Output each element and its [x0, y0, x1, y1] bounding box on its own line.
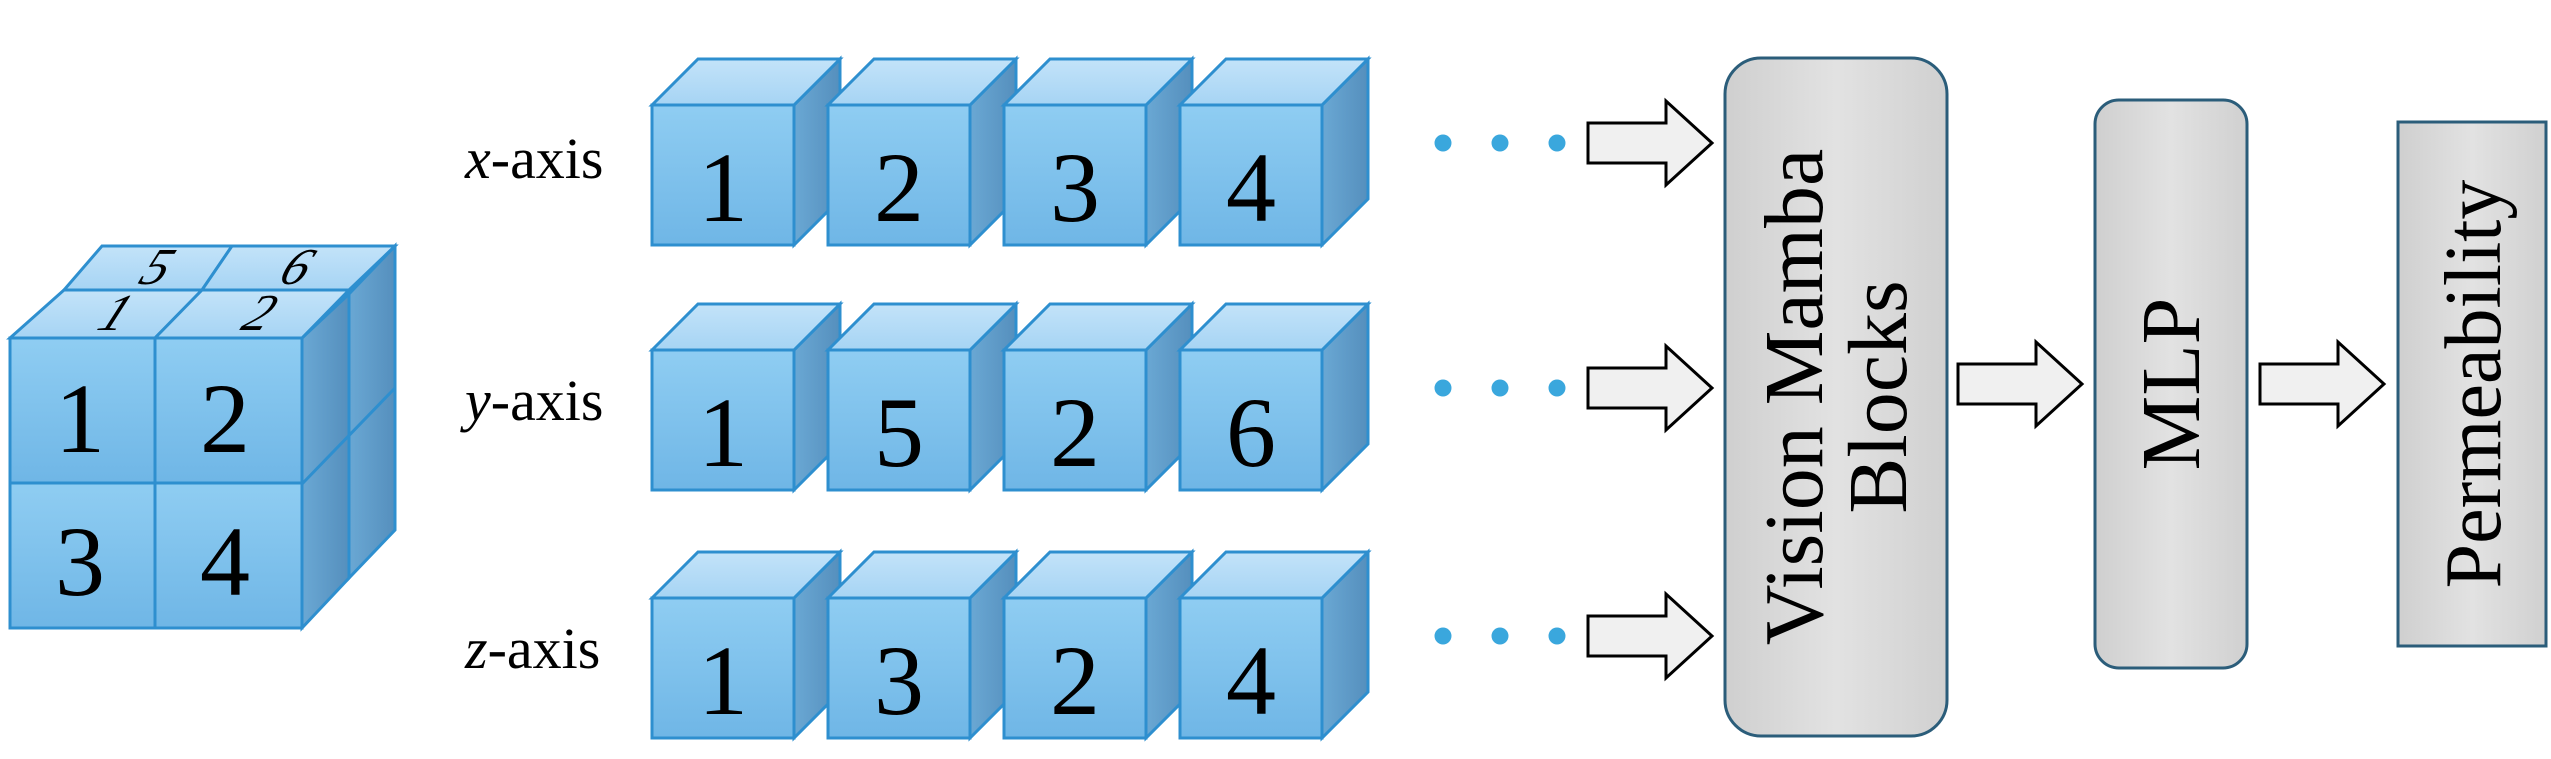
big-cube-front-number-2: 2	[200, 363, 250, 474]
y-axis-label: y-axis	[460, 368, 604, 433]
y-axis-ellipsis	[1434, 379, 1566, 397]
x-axis-sequence: 1 2 3 4	[648, 55, 1372, 249]
vision-mamba-label-line1: Vision Mamba	[1748, 149, 1841, 646]
ellipsis-dot	[1491, 134, 1509, 152]
big-cube-front-number-4: 4	[200, 506, 250, 617]
x-axis-cube-1: 1	[648, 55, 844, 249]
ellipsis-dot	[1434, 379, 1452, 397]
cube-number: 6	[1226, 377, 1276, 488]
ellipsis-dot	[1548, 379, 1566, 397]
cube-number: 1	[698, 625, 748, 736]
x-axis-cube-2: 2	[824, 55, 1020, 249]
z-axis-label: z-axis	[464, 616, 600, 681]
cube-number: 2	[1050, 625, 1100, 736]
cube-front-face	[650, 103, 796, 247]
cube-number: 4	[1226, 625, 1276, 736]
x-axis-arrow	[1586, 97, 1715, 189]
mamba-to-mlp-arrow	[1956, 338, 2085, 430]
x-axis-label: x-axis	[464, 126, 604, 191]
z-axis-ellipsis	[1434, 627, 1566, 645]
y-axis-arrow	[1586, 342, 1715, 434]
cube-number: 2	[874, 132, 924, 243]
cube-front-face	[826, 103, 972, 247]
vision-mamba-box	[1723, 56, 1949, 738]
ellipsis-dot	[1434, 134, 1452, 152]
x-axis-cube-4: 4	[1176, 55, 1372, 249]
cube-front-face	[1002, 348, 1148, 492]
permeability-block: Permeability	[2396, 120, 2548, 648]
z-axis-cube-2: 3	[824, 548, 1020, 742]
ellipsis-dot	[1548, 627, 1566, 645]
ellipsis-dot	[1434, 627, 1452, 645]
y-axis-cube-3: 2	[1000, 300, 1196, 494]
cube-front-face	[650, 348, 796, 492]
cube-number: 3	[1050, 132, 1100, 243]
z-axis-arrow	[1586, 590, 1715, 682]
cube-number: 3	[874, 625, 924, 736]
big-cube-front-4	[153, 481, 304, 630]
cube-number: 1	[698, 377, 748, 488]
vision-mamba-label-line2: Blocks	[1832, 280, 1925, 513]
y-axis-cube-4: 6	[1176, 300, 1372, 494]
mlp-to-permeability-arrow	[2258, 338, 2387, 430]
cube-front-face	[826, 348, 972, 492]
cube-front-face	[1178, 596, 1324, 740]
x-axis-ellipsis	[1434, 134, 1566, 152]
mlp-label: MLP	[2125, 298, 2218, 471]
big-cube-front-number-1: 1	[55, 363, 105, 474]
big-cube-front-1	[8, 336, 157, 485]
y-axis-cube-2: 5	[824, 300, 1020, 494]
permeability-box	[2396, 120, 2548, 648]
ellipsis-dot	[1548, 134, 1566, 152]
z-axis-cube-4: 4	[1176, 548, 1372, 742]
cube-front-face	[650, 596, 796, 740]
y-axis-cube-1: 1	[648, 300, 844, 494]
big-cube-front-number-3: 3	[55, 506, 105, 617]
z-axis-cube-3: 2	[1000, 548, 1196, 742]
big-cube: 5 6 1 2 1 2 3 4	[6, 237, 399, 632]
ellipsis-dot	[1491, 379, 1509, 397]
big-cube-front-3	[8, 481, 157, 630]
cube-front-face	[826, 596, 972, 740]
z-axis-sequence: 1 3 2 4	[648, 548, 1372, 742]
cube-number: 1	[698, 132, 748, 243]
permeability-label: Permeability	[2430, 180, 2518, 589]
cube-front-face	[1002, 596, 1148, 740]
big-cube-front-2	[153, 336, 304, 485]
cube-number: 5	[874, 377, 924, 488]
x-axis-cube-3: 3	[1000, 55, 1196, 249]
big-cube-side-divider	[300, 386, 397, 486]
cube-front-face	[1178, 103, 1324, 247]
cube-front-face	[1178, 348, 1324, 492]
cube-front-face	[1002, 103, 1148, 247]
connectors	[1434, 97, 2387, 682]
cube-number: 4	[1226, 132, 1276, 243]
cube-number: 2	[1050, 377, 1100, 488]
vision-mamba-block: Vision Mamba Blocks	[1723, 56, 1949, 738]
mlp-box	[2093, 98, 2249, 670]
ellipsis-dot	[1491, 627, 1509, 645]
mlp-block: MLP	[2093, 98, 2249, 670]
z-axis-cube-1: 1	[648, 548, 844, 742]
